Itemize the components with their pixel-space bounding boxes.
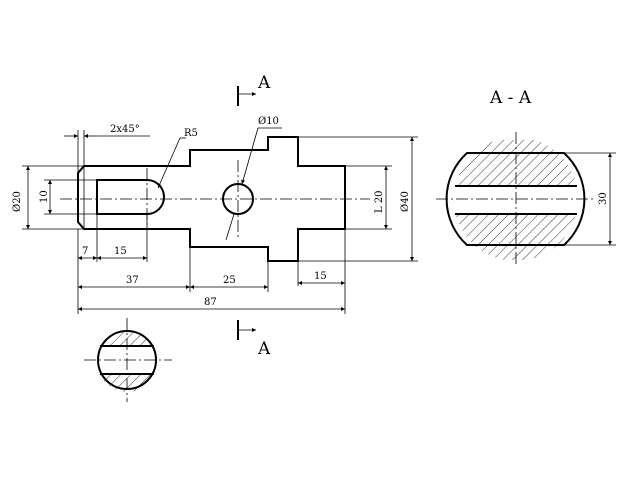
dim-hole-diameter: Ø10 xyxy=(258,116,279,127)
dim-chamfer: 2x45° xyxy=(110,124,140,135)
dim-30: 30 xyxy=(598,192,609,205)
section-mark-bottom: A xyxy=(237,320,271,359)
main-view xyxy=(60,136,370,262)
dim-7: 7 xyxy=(82,246,88,257)
dim-slot-length-15: 15 xyxy=(114,246,127,257)
section-letter-bottom: A xyxy=(257,339,271,359)
section-letter-top: A xyxy=(257,73,271,93)
dimensions-right: L 20 Ø40 xyxy=(298,136,418,262)
keyway-slot xyxy=(96,179,165,215)
dim-87: 87 xyxy=(204,297,217,308)
section-a-a: A - A 30 xyxy=(436,88,616,270)
section-title: A - A xyxy=(489,88,532,108)
dimensions-left: Ø20 10 xyxy=(12,165,97,230)
dimensions-top: 2x45° R5 Ø10 xyxy=(64,116,282,241)
dim-diameter-40: Ø40 xyxy=(400,191,411,212)
dim-slot-width-10: 10 xyxy=(39,190,50,203)
dim-diameter-20: Ø20 xyxy=(12,191,23,212)
section-mark-top: A xyxy=(237,73,271,106)
dim-15-end: 15 xyxy=(314,271,327,282)
dim-radius: R5 xyxy=(184,128,198,139)
dim-25: 25 xyxy=(223,275,236,286)
dim-37: 37 xyxy=(126,275,139,286)
dim-l20: L 20 xyxy=(374,190,385,213)
section-slot xyxy=(84,318,172,402)
dimensions-bottom: 7 15 37 25 15 87 xyxy=(77,214,346,314)
